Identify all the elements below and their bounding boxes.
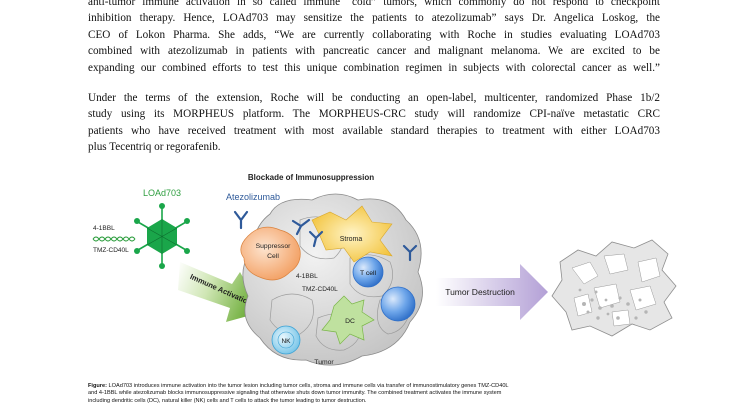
t-cell	[352, 256, 384, 288]
paragraph-line: expanding our combined efforts to test t…	[88, 61, 660, 74]
paragraph-line: study using its MORPHEUS platform. The M…	[88, 108, 660, 121]
nk-label: NK	[281, 338, 291, 345]
caption-line-1: Figure: LOAd703 introduces immune activa…	[88, 383, 668, 390]
caption-line-3: including dendritic cells (DC), natural …	[88, 397, 367, 404]
paragraph-line: CEO of Lokon Pharma. She adds, “We are c…	[88, 28, 660, 41]
caption-label: Figure:	[88, 383, 107, 389]
paragraph-line: anti-tumor immune activation in so calle…	[88, 0, 660, 8]
tumor-gene-4-1bbl: 4-1BBL	[296, 273, 318, 280]
dna-icon	[92, 236, 136, 242]
paragraph-line: plus Tecentriq or regorafenib.	[88, 141, 221, 154]
virus-label: LOAd703	[143, 188, 181, 198]
suppressor-cell	[240, 226, 301, 281]
nk-cell	[271, 325, 301, 355]
suppressor-label-line1: Suppressor	[256, 243, 291, 250]
paragraph-line: Under the terms of the extension, Roche …	[88, 92, 660, 104]
dc-label: DC	[345, 318, 355, 325]
gene-label-4-1bbl: 4-1BBL	[93, 225, 115, 232]
nk-nucleus	[277, 331, 295, 349]
gene-label-tmz-cd40l: TMZ-CD40L	[93, 247, 129, 254]
stroma-cell	[311, 205, 393, 263]
tumor-label: Tumor	[314, 359, 334, 366]
tumor-gene-tmz-cd40l: TMZ-CD40L	[302, 286, 338, 293]
suppressor-label-line2: Cell	[267, 253, 279, 260]
body-paragraph-extension: Under the terms of the extension, Roche …	[88, 90, 660, 156]
stroma-label: Stroma	[340, 236, 363, 243]
load703-virus-icon: LOAd703	[134, 188, 190, 269]
tumor-destruction-arrow: Tumor Destruction	[436, 264, 548, 320]
caption-line-2: and 4-1BBL while atezolizumab blocks imm…	[88, 390, 502, 397]
t-cell-label: T cell	[360, 270, 377, 277]
t-cell-second	[380, 286, 416, 322]
figure-caption: Figure: LOAd703 introduces immune activa…	[88, 383, 668, 405]
caption-text-1: LOAd703 introduces immune activation int…	[106, 383, 509, 389]
paragraph-line: patients who have received treatment wit…	[88, 124, 660, 137]
dendritic-cell	[321, 295, 375, 345]
figure-title: Blockade of Immunosuppression	[248, 173, 374, 182]
atezolizumab-label: Atezolizumab	[226, 192, 280, 202]
destruction-label: Tumor Destruction	[445, 287, 515, 297]
paragraph-line: combined with atezolizumab in patients w…	[88, 45, 660, 58]
destroyed-tumor	[551, 239, 677, 337]
antibody-icon	[233, 210, 418, 262]
body-paragraph-quote: anti-tumor immune activation in so calle…	[88, 0, 660, 76]
paragraph-line: inhibition therapy. Hence, LOAd703 may s…	[88, 12, 660, 25]
